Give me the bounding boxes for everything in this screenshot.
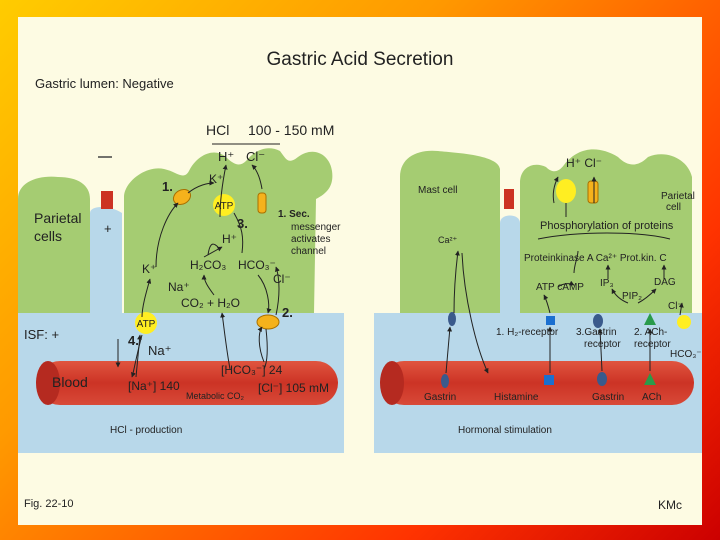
mast-receptor [448,312,456,326]
atp-circle-pump [213,194,235,216]
ach-label: ACh [642,392,661,403]
metabolic-co2: Metabolic CO₂ [186,391,245,401]
mast-cell [400,150,500,313]
blood-label: Blood [52,374,88,390]
proteinkinase-label: Proteinkinase A Ca²⁺ Prot.kin. C [524,253,667,264]
ach-receptor-label-2: receptor [634,339,671,350]
slide: Gastric Acid Secretion Gastric lumen: Ne… [18,17,702,525]
dag-label: DAG [654,277,676,288]
cl-blood: [Cl⁻] 105 mM [258,381,329,395]
hcl-concentration: 100 - 150 mM [248,122,334,138]
hco3-right: HCO₃⁻ [670,349,702,360]
gastrin-blood-marker-1 [441,374,449,388]
step-4-label: 4. [128,333,139,348]
gastrin-receptor-label-1: 3.Gastrin [576,327,617,338]
parietal-cell-label-2: cell [666,202,681,213]
tight-junction [101,191,113,209]
gland-lumen-right [500,215,520,317]
parietal-cell-left [124,148,333,313]
right-arrows [445,176,684,374]
isf-label: ISF: + [24,327,59,342]
blood-vessel-right [380,361,694,405]
initials-label: KMc [658,498,682,512]
proton-pump [172,188,192,206]
h2co3-label: H₂CO₃ [190,258,226,272]
mast-cell-label: Mast cell [418,185,457,196]
ach-receptor-label-1: 2. ACh- [634,327,667,338]
gastrin-label-2: Gastrin [592,392,624,403]
hcl-right: H⁺ Cl⁻ [566,156,602,170]
histamine-label: Histamine [494,392,539,403]
ach-receptor-marker [644,313,656,325]
hcl-label: HCl [206,122,229,138]
k-ion-pump: K⁺ [209,172,223,186]
na-ion-cell: Na⁺ [168,280,190,294]
atp-right-circle [556,179,576,203]
gastrin-receptor-marker [593,314,603,328]
caption-right: Hormonal stimulation [458,425,552,436]
step-2-label: 2. [282,305,293,320]
atp-circle-nak [135,312,157,334]
step-1-text-3: activates [291,234,330,245]
diagram-title: Gastric Acid Secretion [267,49,454,70]
h2-receptor-label: 1. H₂-receptor [496,327,559,338]
blood-vessel-left [36,361,338,405]
tight-junction-right [504,189,514,209]
cl-ion-cell: Cl⁻ [273,272,291,286]
gastrin-label-1: Gastrin [424,392,456,403]
co2-h2o-label: CO₂ + H₂O [181,296,240,310]
parietal-cell-label-1: Parietal [661,191,695,202]
exchanger-right [677,315,691,329]
lumen-label: Gastric lumen: Negative [35,76,174,91]
left-gland-cell [18,176,90,313]
step-3-label: 3. [237,216,248,231]
channel-right [587,180,599,204]
atp-camp-label: ATP cAMP [536,282,584,293]
left-arrows [115,164,280,378]
na-ion-isf: Na⁺ [148,343,171,358]
cl-channel [257,192,267,214]
step-1-text-1: 1. Sec. [278,209,310,220]
na-blood: [Na⁺] 140 [128,379,180,393]
histamine-blood-marker [544,375,554,385]
h2-receptor-marker [546,316,555,325]
gastrin-receptor-label-2: receptor [584,339,621,350]
plus-sign: + [104,221,112,236]
diagram: Gastric Acid Secretion Gastric lumen: Ne… [18,49,702,512]
atp-label-nak: ATP [137,319,156,330]
hco3-cl-exchanger [256,314,280,330]
h-ion-lumen: H⁺ [218,149,234,164]
ip3-label: IP₃ [600,278,614,289]
hco3-label: HCO₃⁻ [238,258,276,272]
h-ion-cell: H⁺ [222,232,237,246]
step-1-text-2: messenger [291,222,341,233]
caption-left: HCl - production [110,425,182,436]
step-1-label: 1. [162,179,173,194]
fig-label: Fig. 22-10 [24,498,74,510]
gland-lumen [90,207,122,322]
ca-ion-mast: Ca²⁺ [438,235,458,245]
hco3-blood: [HCO₃⁻] 24 [221,363,283,377]
cl-ion-right: Cl⁻ [668,301,683,312]
parietal-label-2: cells [34,228,62,244]
parietal-label-1: Parietal [34,210,81,226]
gastrin-blood-marker-2 [597,372,607,386]
pip2-label: PIP₂ [622,291,642,302]
step-1-text-4: channel [291,246,326,257]
ach-blood-marker [644,373,656,385]
k-ion-cell: K⁺ [142,262,156,276]
phosphorylation-label: Phosphorylation of proteins [540,220,674,232]
cl-ion-lumen: Cl⁻ [246,149,265,164]
atp-label-pump: ATP [215,201,234,212]
